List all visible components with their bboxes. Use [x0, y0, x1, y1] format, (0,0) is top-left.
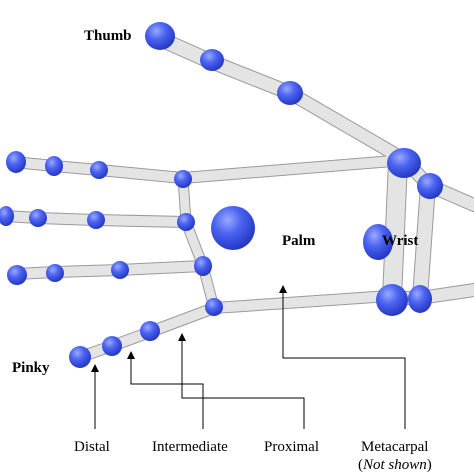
thumb-joint-3 — [277, 81, 303, 105]
wrist-top-left-joint — [387, 148, 421, 178]
finger2-joint-3 — [87, 211, 105, 229]
not-shown-note: (Not shown) — [358, 457, 432, 473]
pinky-tip-joint — [69, 346, 91, 368]
palm-label: Palm — [282, 233, 316, 249]
finger2-joint-2 — [29, 209, 47, 227]
thumb-metacarpal-bone — [284, 87, 411, 166]
wrist-right-bone — [413, 178, 435, 305]
pinky-label: Pinky — [12, 360, 50, 376]
joints-group — [0, 22, 443, 368]
wrist-label: Wrist — [382, 233, 418, 249]
metacarpal-arrowhead — [279, 285, 287, 293]
finger2-knuckle-joint — [177, 213, 195, 231]
pinky-knuckle-joint — [205, 298, 223, 316]
wrist-top-right-joint — [417, 173, 443, 199]
finger3-knuckle-joint — [194, 256, 212, 276]
finger3-tip-joint — [7, 265, 27, 285]
distal-label: Distal — [74, 439, 110, 455]
callout-lines — [91, 285, 406, 429]
wrist-bottom-left-joint — [376, 284, 408, 316]
finger1-proximal-bone — [94, 165, 188, 183]
pinky-joint-3 — [140, 321, 160, 341]
finger1-knuckle-joint — [174, 170, 192, 188]
finger2-tip-joint — [0, 206, 14, 226]
thumb-label: Thumb — [84, 28, 132, 44]
thumb-proximal-bone — [205, 55, 297, 100]
metacarpal-leader — [282, 291, 406, 429]
wrist-center-joint — [363, 224, 393, 260]
finger3-joint-3 — [111, 261, 129, 279]
thumb-joint-2 — [200, 49, 224, 71]
finger1-tip-joint — [6, 151, 26, 173]
metacarpal-label: Metacarpal — [361, 439, 428, 455]
finger3-proximal-bone — [115, 261, 208, 275]
intermediate-arrowhead — [127, 351, 135, 359]
metacarpal-bottom-bone — [209, 291, 395, 313]
wrist-left-bone — [383, 153, 407, 307]
finger1-joint-3 — [90, 161, 108, 179]
wrist-bottom-right-joint — [408, 285, 432, 313]
finger3-joint-2 — [46, 264, 64, 282]
finger2-intermediate-bone — [33, 213, 101, 225]
intermediate-label: Intermediate — [152, 439, 228, 455]
proximal-leader — [181, 339, 305, 429]
palm-center-joint — [211, 206, 255, 250]
finger2-proximal-bone — [91, 215, 191, 227]
proximal-label: Proximal — [264, 439, 319, 455]
metacarpal-top-bone — [178, 155, 410, 183]
pinky-proximal-bone — [145, 303, 219, 337]
distal-arrowhead — [91, 364, 99, 372]
pinky-joint-2 — [102, 336, 122, 356]
intermediate-leader — [130, 357, 204, 429]
proximal-arrowhead — [178, 333, 186, 341]
not-shown-label: Not shown — [362, 457, 427, 473]
finger3-intermediate-bone — [50, 265, 125, 277]
thumb-tip-joint — [145, 22, 175, 50]
finger1-joint-2 — [45, 156, 63, 176]
